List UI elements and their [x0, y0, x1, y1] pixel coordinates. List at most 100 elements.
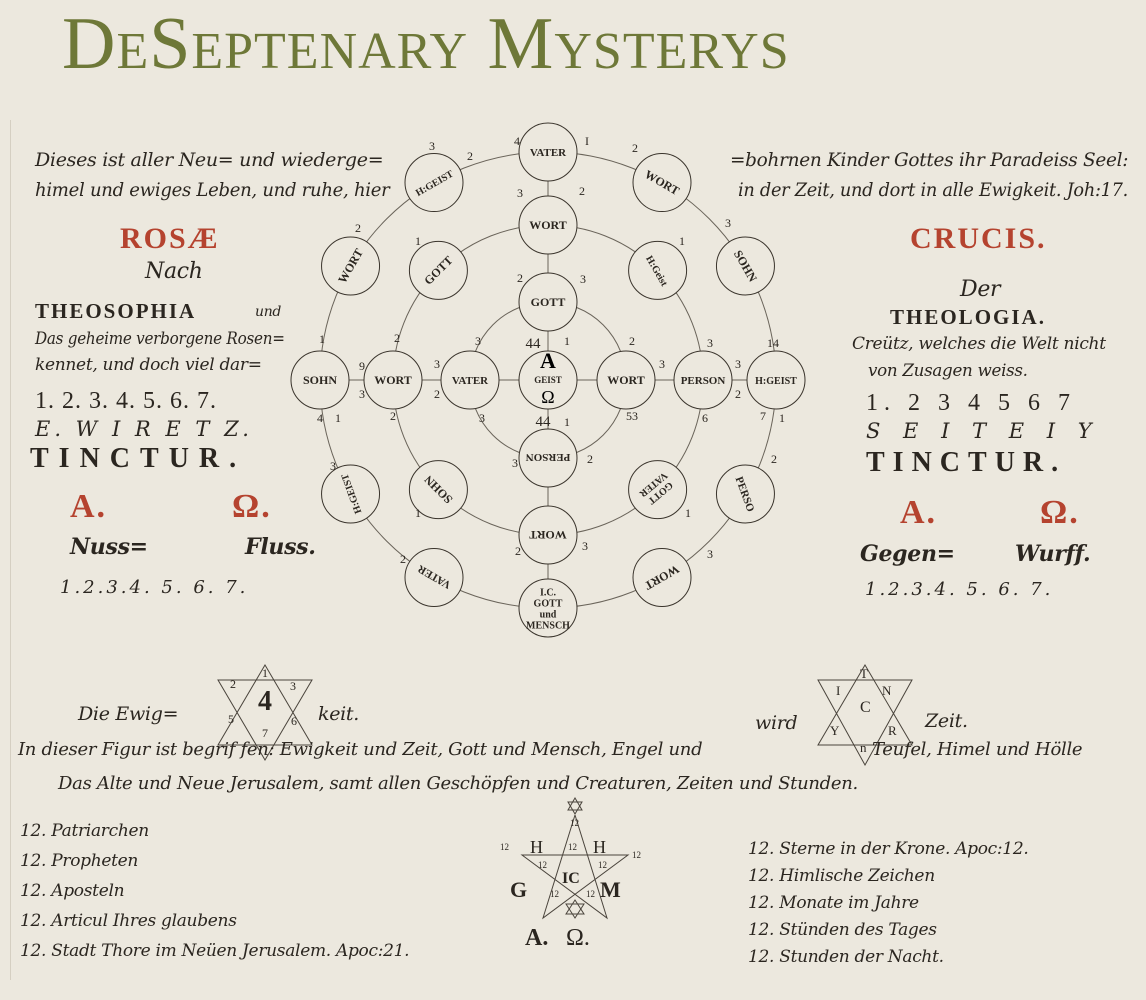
list-item: 12. Stunden der Nacht.: [748, 947, 944, 967]
figure-description-line1-end: Teufel, Himel und Hölle: [872, 739, 1083, 760]
outer-node: PERSO: [715, 464, 775, 524]
node-number: 6: [702, 411, 708, 425]
page-margin-line: [10, 120, 11, 980]
pentagram-number: 12: [598, 860, 607, 870]
left-word-fluss: Fluss.: [245, 534, 316, 560]
right-star-center: C: [860, 699, 871, 716]
right-star-point: n: [860, 740, 867, 755]
node-circle: [408, 240, 468, 300]
left-text-line2: kennet, und doch viel dar=: [35, 355, 262, 375]
left-star-point: 6: [291, 714, 297, 728]
node-label: H:GEIST: [755, 376, 797, 387]
list-item: 12. Stünden des Tages: [748, 920, 937, 940]
node-number: 14: [767, 336, 779, 350]
pentagram-number: 12: [500, 842, 509, 852]
figure-description-line1: In dieser Figur ist begrif fen: Ewigkeit…: [18, 739, 703, 760]
pentagram-m: M: [600, 877, 621, 902]
pentagram-number: 12: [550, 889, 559, 899]
left-hexagram-icon: [217, 664, 313, 761]
node-number: 2: [355, 221, 361, 235]
wird-text: wird: [755, 712, 798, 734]
pentagram-ic: IC: [562, 870, 580, 887]
pentagram-alpha: A.: [525, 925, 548, 951]
right-star-point: R: [888, 723, 897, 738]
crucis-heading: CRUCIS.: [910, 222, 1047, 255]
inner-node: GOTT: [518, 272, 578, 332]
node-number: 2: [467, 149, 473, 163]
outer-node: SOHN: [290, 350, 350, 410]
node-number: 44: [526, 336, 542, 352]
right-omega: Ω.: [1040, 494, 1080, 531]
outer-node: VATER: [518, 122, 578, 182]
node-number: 2: [587, 452, 593, 466]
node-number: 3: [707, 336, 713, 350]
header-left-line2: himel und ewiges Leben, und ruhe, hier: [35, 179, 390, 201]
outer-node: H:GEIST: [746, 350, 806, 410]
node-circle: [518, 195, 578, 255]
left-text-line1: Das geheime verborgene Rosen=: [35, 329, 285, 349]
node-label: VATER: [452, 375, 489, 387]
node-number: 2: [632, 141, 638, 155]
node-number: 9: [359, 359, 365, 373]
node-number: 3: [512, 456, 518, 470]
node-label: PERSON: [681, 375, 726, 387]
node-label: PERSON: [526, 451, 571, 463]
node-circle: [363, 350, 423, 410]
node-circle: [632, 153, 692, 213]
nach-label: Nach: [145, 259, 203, 284]
node-circle: [673, 350, 733, 410]
list-item: 12. Propheten: [20, 851, 139, 871]
node-number: 1: [335, 411, 341, 425]
left-word-nuss: Nuss=: [70, 534, 148, 560]
node-number: 2: [390, 409, 396, 423]
die-ewig-text: Die Ewig=: [78, 703, 179, 725]
node-number: 3: [434, 357, 440, 371]
node-number: 1: [564, 334, 570, 348]
node-number: 2: [434, 387, 440, 401]
pentagram-h-right: H: [593, 837, 606, 857]
left-tinctur: TINCTUR.: [30, 443, 247, 474]
outer-node: WORT: [632, 547, 692, 607]
node-number: 2: [629, 334, 635, 348]
header-right-line2: in der Zeit, und dort in alle Ewigkeit. …: [738, 179, 1129, 201]
inner-node: PERSON: [518, 428, 578, 488]
right-tinctur: TINCTUR.: [866, 447, 1067, 478]
node-number: 2: [400, 552, 406, 566]
node-circle: [290, 350, 350, 410]
header-left-line1: Dieses ist aller Neu= und wiederge=: [35, 149, 384, 171]
node-number: 4: [317, 411, 323, 425]
node-label: WORT: [529, 528, 567, 542]
node-number: 1: [415, 234, 421, 248]
left-star-point: 2: [230, 677, 236, 691]
node-number: 3: [707, 547, 713, 561]
pentagram-number: 12: [570, 818, 579, 828]
left-alpha: A.: [70, 488, 108, 525]
middle-node: SOHN: [408, 460, 468, 520]
pentagram-omega: Ω.: [566, 925, 590, 951]
node-number: 53: [626, 409, 638, 423]
left-twelve-list: 12. Patriarchen 12. Propheten 12. Aposte…: [20, 822, 410, 972]
right-text-line2: von Zusagen weiss.: [868, 361, 1028, 381]
middle-node: GOTTVATER: [628, 460, 688, 520]
node-circle: [632, 547, 692, 607]
node-number: 3: [429, 139, 435, 153]
right-numbers: 1. 2 3 4 5 6 7: [866, 390, 1076, 416]
node-circle: [321, 464, 381, 524]
list-item: 12. Aposteln: [20, 881, 125, 901]
node-number: 2: [394, 331, 400, 345]
right-star-point: I: [836, 683, 840, 698]
node-number: 1: [564, 415, 570, 429]
outer-node: SOHN: [715, 236, 775, 296]
node-number: 1: [779, 411, 785, 425]
middle-node: WORT: [518, 505, 578, 565]
pentagram-number: 12: [538, 860, 547, 870]
middle-node: GOTT: [408, 240, 468, 300]
node-circle: [404, 547, 464, 607]
node-number: 2: [515, 544, 521, 558]
right-star-point: Y: [830, 723, 840, 738]
right-text-line1: Creütz, welches die Welt nicht: [852, 334, 1106, 354]
node-label: VATER: [530, 147, 567, 159]
node-circle: [518, 505, 578, 565]
der-label: Der: [960, 277, 1001, 302]
